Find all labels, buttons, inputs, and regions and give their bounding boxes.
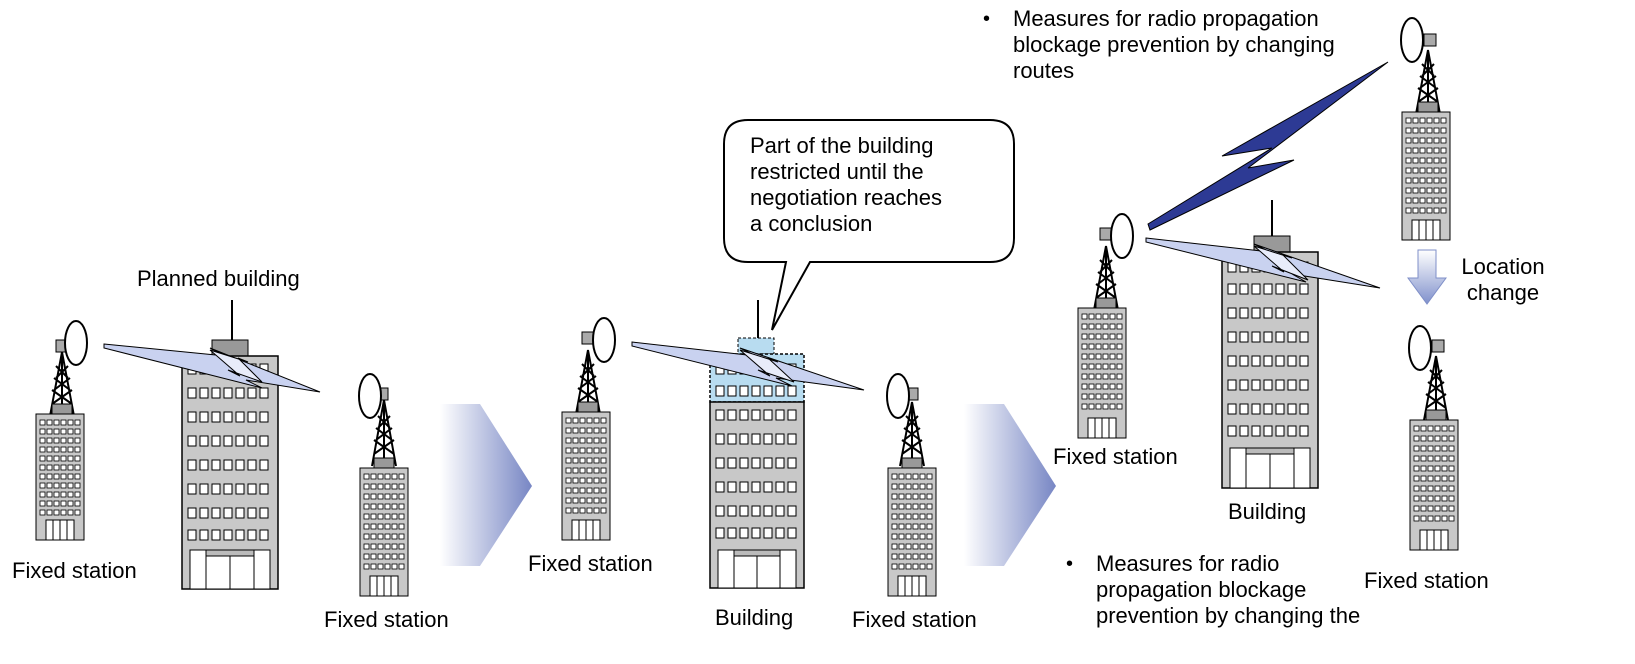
- radio-beam-new-route: [1147, 61, 1389, 231]
- fixed-station-top-right: [1400, 17, 1451, 241]
- building-label: Building: [715, 605, 794, 630]
- dish-icon: [1110, 213, 1134, 259]
- speech-bubble-text: Part of the building restricted until th…: [750, 133, 942, 237]
- bullet-icon: •: [1066, 553, 1074, 575]
- bullet-icon: •: [983, 8, 991, 30]
- dish-icon: [1400, 17, 1424, 63]
- fixed-station-label: Fixed station: [324, 607, 449, 632]
- dish-icon: [64, 320, 88, 366]
- fixed-station-right-2: [886, 373, 937, 597]
- fixed-station-label: Fixed station: [12, 558, 137, 583]
- fixed-station-left-3: [1077, 213, 1134, 439]
- dish-icon: [1408, 325, 1432, 371]
- dish-icon: [358, 373, 382, 419]
- bubble-line: a conclusion: [750, 211, 873, 236]
- note-line: Measures for radio propagation: [1013, 6, 1319, 31]
- dish-icon: [886, 373, 910, 419]
- location-line: change: [1466, 280, 1540, 305]
- fixed-station-right-3: [1408, 325, 1459, 551]
- building-label: Building: [1228, 499, 1307, 524]
- note-line: routes: [1013, 58, 1075, 83]
- planned-building-label: Planned building: [137, 266, 300, 291]
- fixed-station-left-1: [35, 320, 88, 541]
- fixed-station-label: Fixed station: [1053, 444, 1178, 469]
- radio-beam-1: [103, 343, 321, 393]
- location-change-label: Location change: [1448, 254, 1558, 306]
- location-line: Location: [1461, 254, 1545, 279]
- radio-beam-3: [1145, 237, 1381, 289]
- note-line: Measures for radio: [1096, 551, 1280, 576]
- fixed-station-label: Fixed station: [528, 551, 653, 576]
- speech-bubble: [723, 119, 1015, 331]
- building-2: [709, 300, 805, 589]
- radio-beam-2: [631, 341, 865, 391]
- dish-icon: [592, 317, 616, 363]
- bubble-line: negotiation reaches: [750, 185, 943, 210]
- route-change-note: • Measures for radio propagation blockag…: [983, 6, 1403, 86]
- planned-building: [181, 300, 279, 590]
- fixed-station-left-2: [561, 317, 616, 541]
- transition-arrow-1: [440, 404, 532, 566]
- transition-arrow-2: [964, 404, 1056, 566]
- note-line: propagation blockage: [1096, 577, 1307, 602]
- bubble-line: restricted until the: [750, 159, 924, 184]
- note-line: prevention by changing the: [1096, 603, 1361, 628]
- note-line: blockage prevention by changing: [1013, 32, 1335, 57]
- fixed-station-label: Fixed station: [1364, 568, 1489, 593]
- bubble-line: Part of the building: [750, 133, 934, 158]
- location-change-note: • Measures for radio propagation blockag…: [1066, 551, 1406, 651]
- fixed-station-right-1: [358, 373, 409, 597]
- fixed-station-label: Fixed station: [852, 607, 977, 632]
- building-3: [1221, 200, 1319, 489]
- location-change-arrow: [1407, 249, 1447, 305]
